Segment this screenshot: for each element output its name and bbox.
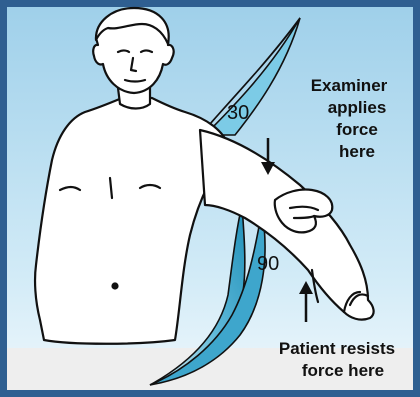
angle-30-label: 30 <box>227 102 249 124</box>
angle-90-label: 90 <box>257 253 279 275</box>
examiner-label-line2: applies <box>328 98 387 117</box>
examiner-label-line3: force <box>336 120 378 139</box>
examiner-label-line4: here <box>339 142 375 161</box>
examiner-label-line1: Examiner <box>311 76 388 95</box>
patient-label-line2: force here <box>302 361 384 380</box>
patient-label-line1: Patient resists <box>279 339 395 358</box>
